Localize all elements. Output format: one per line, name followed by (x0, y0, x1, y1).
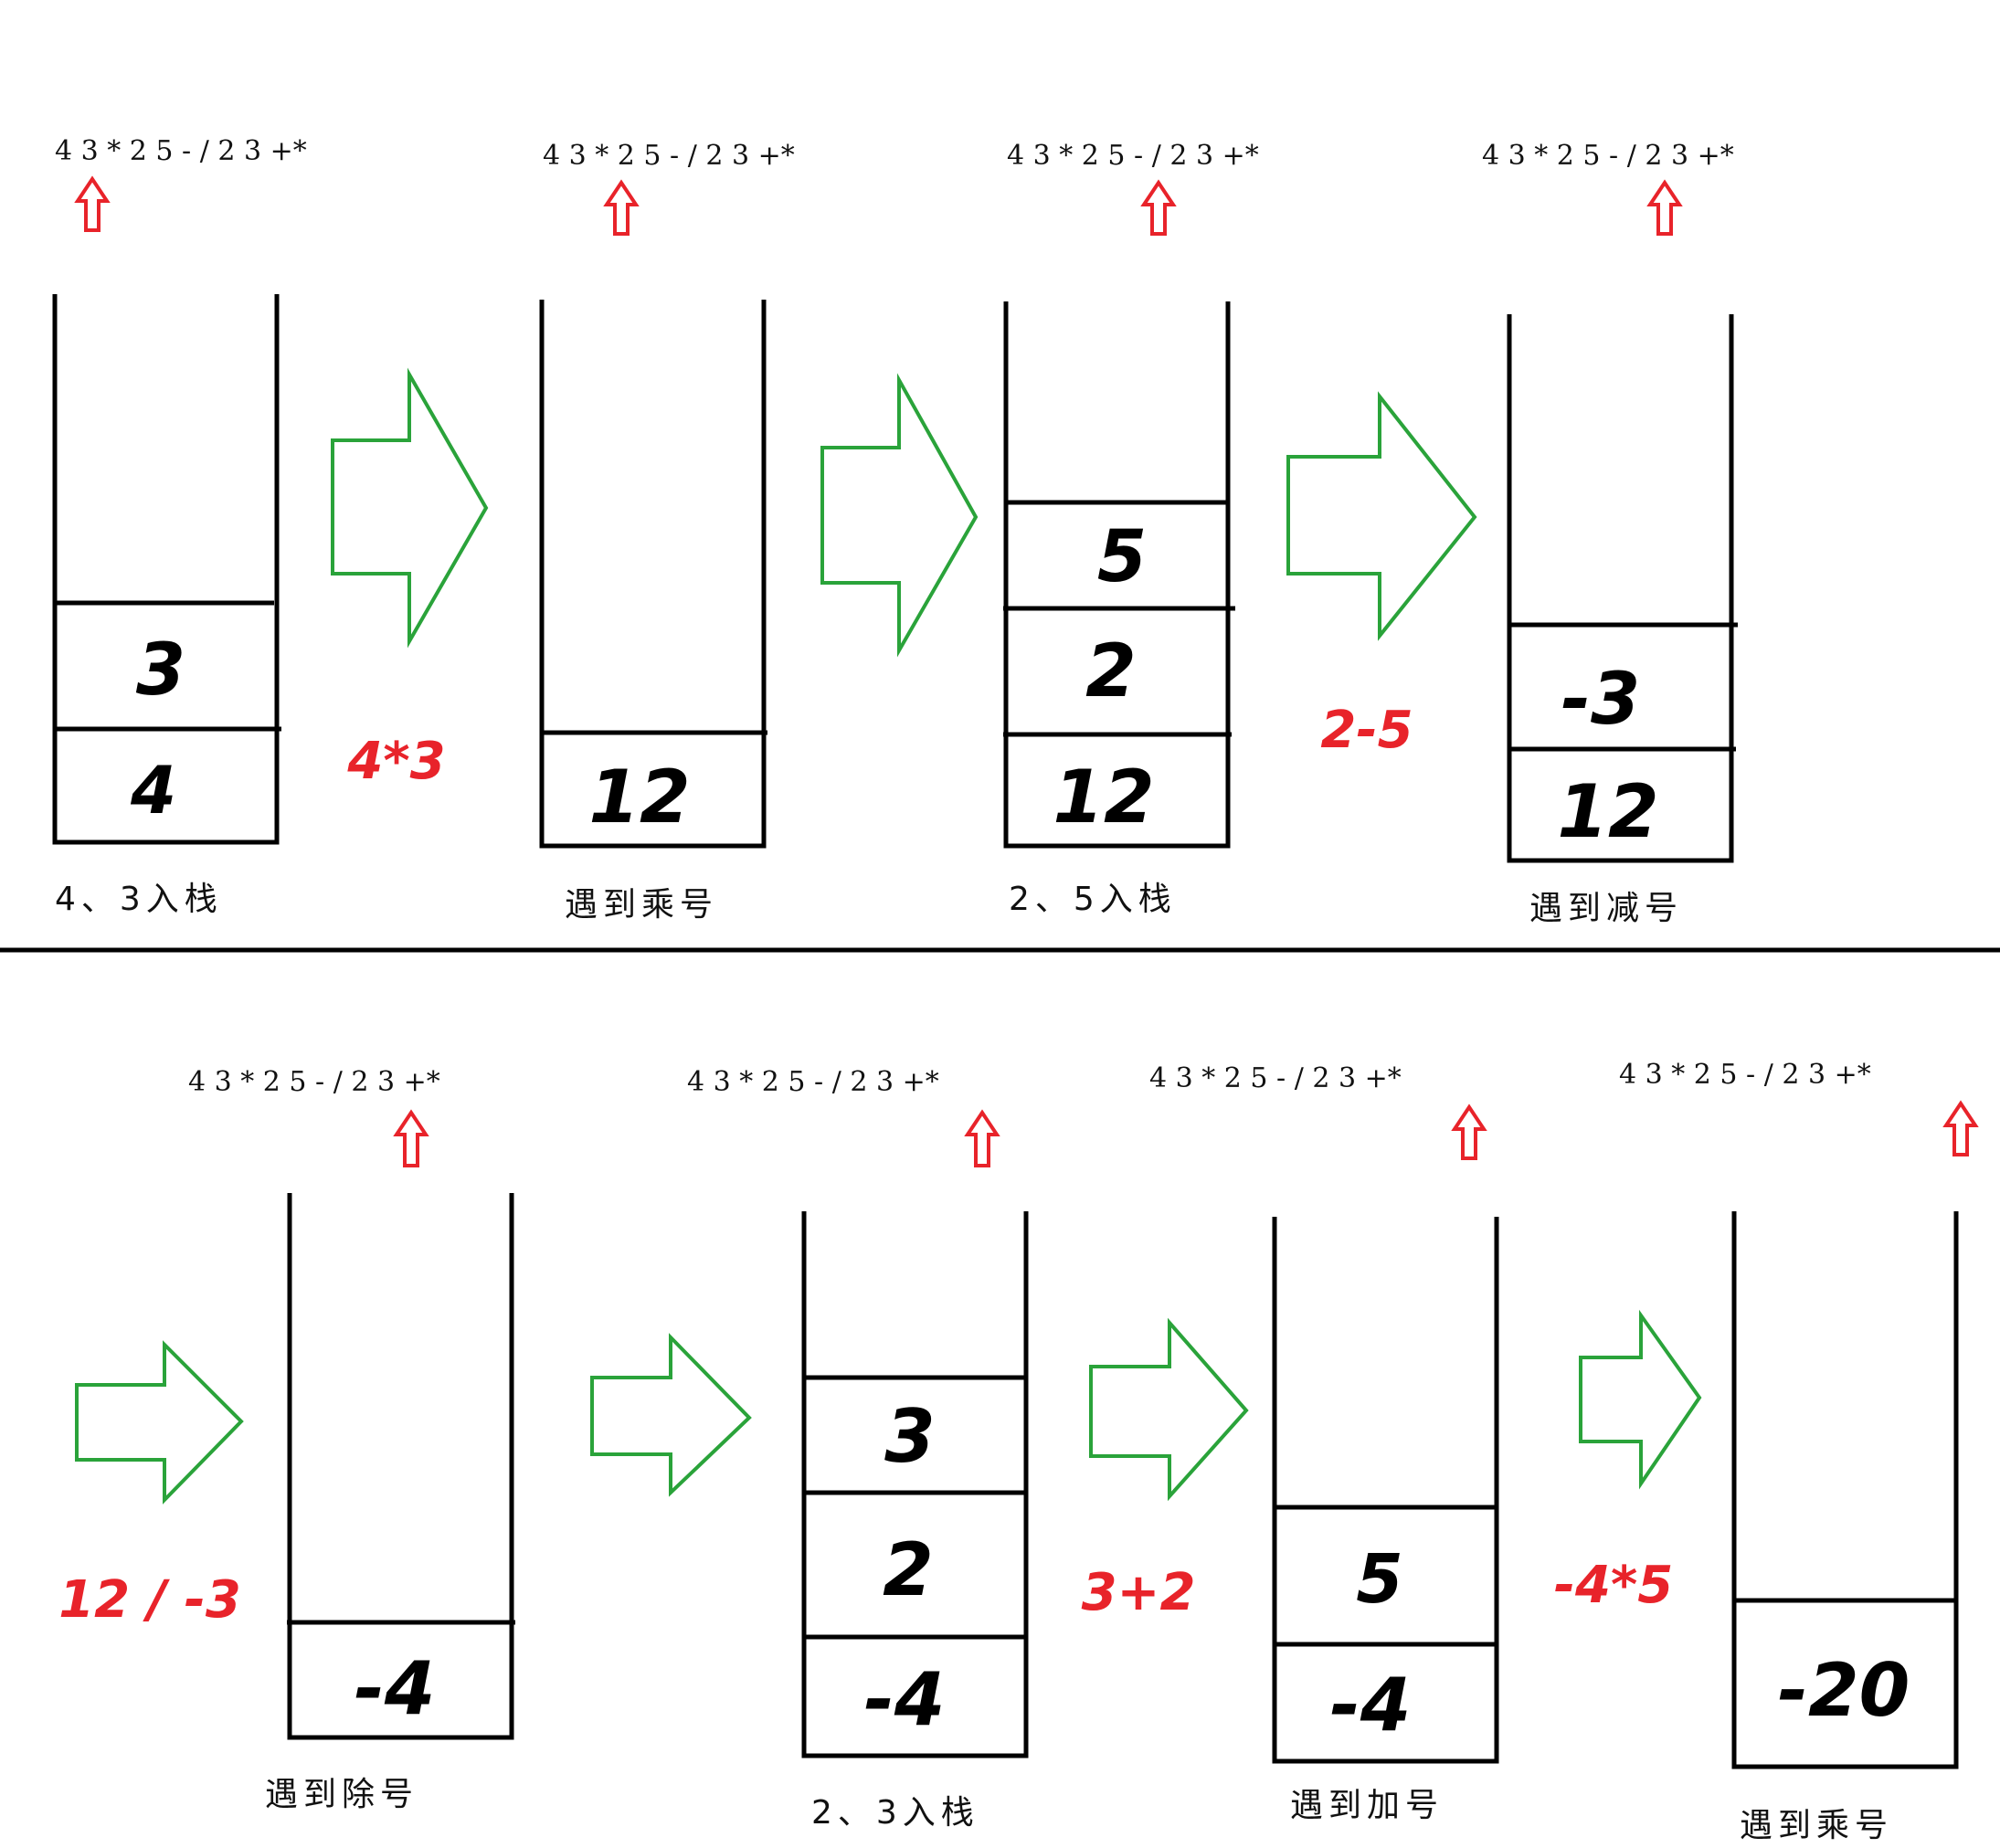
expression-text: 4 3 * 2 5 - / 2 3 +* (1619, 1059, 1871, 1091)
stack-walls (1507, 314, 1734, 863)
flow-arrow-icon (820, 373, 979, 658)
pointer-arrow-icon (1140, 179, 1177, 236)
expression-text: 4 3 * 2 5 - / 2 3 +* (55, 135, 307, 167)
step-6: 4 3 * 2 5 - / 2 3 +* 3 2 -4 2、3入栈 (687, 1066, 1029, 1832)
step-caption: 2、3入栈 (811, 1794, 979, 1832)
stack-value: 2 (883, 1527, 934, 1612)
step-caption: 遇到加号 (1290, 1787, 1444, 1824)
step-caption: 遇到乘号 (565, 886, 718, 924)
pointer-arrow-icon (603, 179, 640, 236)
flow-arrow-icon (75, 1340, 244, 1505)
stack-value: 12 (1053, 755, 1154, 840)
stack-walls (287, 1193, 514, 1740)
pointer-arrow-icon (1646, 179, 1683, 236)
stack-walls (1003, 301, 1231, 849)
stack-value: 12 (588, 755, 690, 840)
stack-walls (539, 300, 767, 849)
expression-text: 4 3 * 2 5 - / 2 3 +* (687, 1066, 939, 1098)
step-5: 4 3 * 2 5 - / 2 3 +* -4 遇到除号 (188, 1066, 515, 1813)
stack-value: 5 (1356, 1540, 1403, 1619)
stack-value: -4 (1330, 1663, 1412, 1748)
pointer-arrow-icon (393, 1109, 429, 1167)
stack-walls (1731, 1211, 1959, 1769)
pointer-arrow-icon (1942, 1100, 1979, 1156)
operation-label: 12 / -3 (58, 1570, 241, 1630)
stack-walls (1272, 1217, 1499, 1764)
expression-text: 4 3 * 2 5 - / 2 3 +* (1007, 140, 1259, 172)
step-caption: 遇到减号 (1529, 890, 1683, 927)
stack-value: 3 (884, 1394, 936, 1479)
stack-value: -3 (1561, 659, 1641, 741)
stack-walls (801, 1211, 1029, 1758)
flow-arrow-icon (590, 1333, 752, 1497)
stack-value: -4 (354, 1646, 436, 1731)
stack-value: 5 (1097, 516, 1147, 598)
step-1: 4 3 * 2 5 - / 2 3 +* 3 4 4、3入栈 (52, 135, 307, 918)
operation-label: 2-5 (1320, 701, 1413, 760)
stack-walls (52, 294, 280, 845)
stack-value: -20 (1778, 1648, 1910, 1733)
expression-text: 4 3 * 2 5 - / 2 3 +* (543, 140, 795, 172)
operation-label: 4*3 (346, 732, 445, 791)
expression-text: 4 3 * 2 5 - / 2 3 +* (188, 1066, 440, 1098)
stack-value: 2 (1085, 628, 1137, 713)
stack-value: 12 (1557, 769, 1658, 854)
step-caption: 遇到乘号 (1740, 1807, 1893, 1844)
expression-text: 4 3 * 2 5 - / 2 3 +* (1482, 140, 1734, 172)
pointer-arrow-icon (1451, 1104, 1487, 1160)
step-8: 4 3 * 2 5 - / 2 3 +* -20 遇到乘号 (1619, 1059, 1979, 1844)
stack-value: 3 (136, 629, 185, 712)
step-3: 4 3 * 2 5 - / 2 3 +* 5 2 12 2、5入栈 (1003, 140, 1259, 918)
flow-arrow-icon (1089, 1317, 1249, 1502)
pointer-arrow-icon (74, 175, 111, 232)
operation-label: 3+2 (1082, 1563, 1196, 1622)
step-caption: 2、5入栈 (1009, 881, 1177, 918)
step-caption: 4、3入栈 (55, 881, 223, 918)
step-2: 4 3 * 2 5 - / 2 3 +* 12 遇到乘号 (539, 140, 795, 924)
step-7: 4 3 * 2 5 - / 2 3 +* 5 -4 遇到加号 (1149, 1062, 1499, 1824)
operation-label: -4*5 (1554, 1556, 1673, 1615)
flow-arrow-icon (331, 367, 489, 649)
flow-arrow-icon (1286, 391, 1477, 641)
step-4: 4 3 * 2 5 - / 2 3 +* -3 12 遇到减号 (1482, 140, 1738, 927)
step-caption: 遇到除号 (265, 1776, 418, 1813)
stack-value: -4 (864, 1657, 946, 1742)
expression-text: 4 3 * 2 5 - / 2 3 +* (1149, 1062, 1402, 1094)
stack-value: 4 (130, 752, 176, 829)
pointer-arrow-icon (964, 1109, 1000, 1167)
flow-arrow-icon (1579, 1309, 1702, 1490)
